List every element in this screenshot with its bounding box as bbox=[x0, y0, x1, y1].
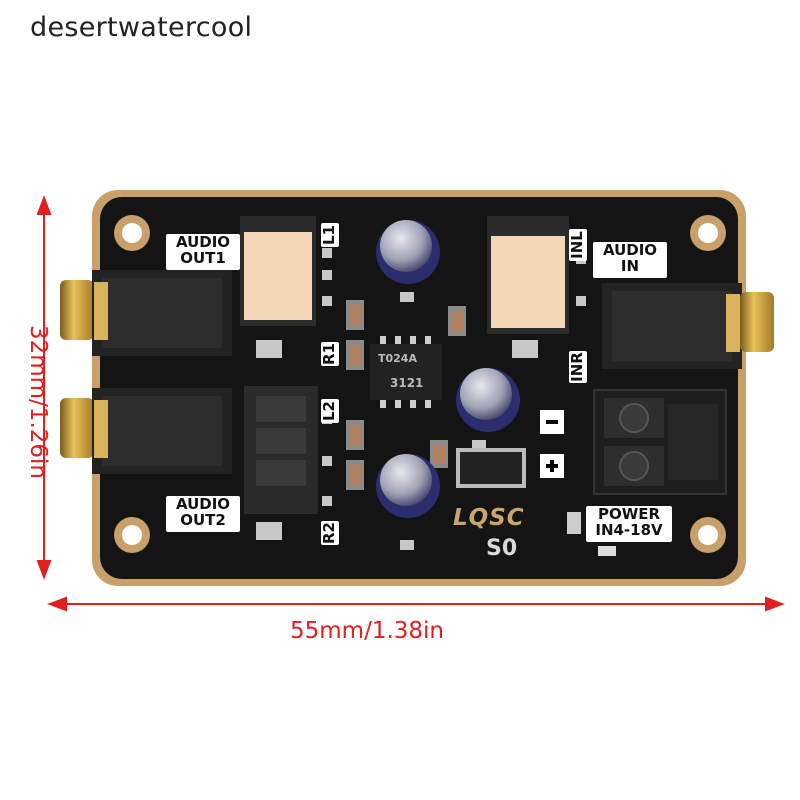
audio-jack-out1 bbox=[60, 270, 232, 356]
diode bbox=[456, 448, 526, 488]
ic-chip bbox=[370, 336, 442, 408]
height-dimension-label: 32mm/1.26in bbox=[25, 324, 51, 479]
model-text: S0 bbox=[486, 536, 518, 561]
capacitor-1 bbox=[376, 220, 440, 284]
label-inr: INR bbox=[568, 351, 587, 383]
ic-marking-bottom: 3121 bbox=[390, 376, 424, 390]
capacitor-2 bbox=[456, 368, 520, 432]
capacitor-3 bbox=[376, 454, 440, 518]
connector-inl bbox=[487, 216, 569, 334]
label-l1: L1 bbox=[320, 223, 339, 247]
connector-l2 bbox=[244, 386, 318, 514]
label-r1: R1 bbox=[320, 342, 339, 366]
label-inl: INL bbox=[568, 229, 587, 261]
width-arrow bbox=[47, 596, 785, 612]
watermark-text: desertwatercool bbox=[30, 12, 253, 43]
height-arrow bbox=[36, 195, 52, 580]
power-terminal bbox=[593, 389, 727, 495]
width-dimension-label: 55mm/1.38in bbox=[290, 618, 445, 644]
polarity-marks bbox=[540, 410, 564, 478]
label-l2: L2 bbox=[320, 399, 339, 423]
ic-marking-top: T024A bbox=[378, 352, 417, 365]
label-r2: R2 bbox=[320, 521, 339, 545]
connector-l1 bbox=[240, 216, 316, 326]
mounting-holes bbox=[114, 215, 726, 553]
brand-logo-text: LQSC bbox=[453, 505, 525, 531]
smd-components bbox=[346, 300, 616, 556]
audio-jack-in bbox=[602, 283, 774, 369]
audio-jack-out2 bbox=[60, 388, 232, 474]
